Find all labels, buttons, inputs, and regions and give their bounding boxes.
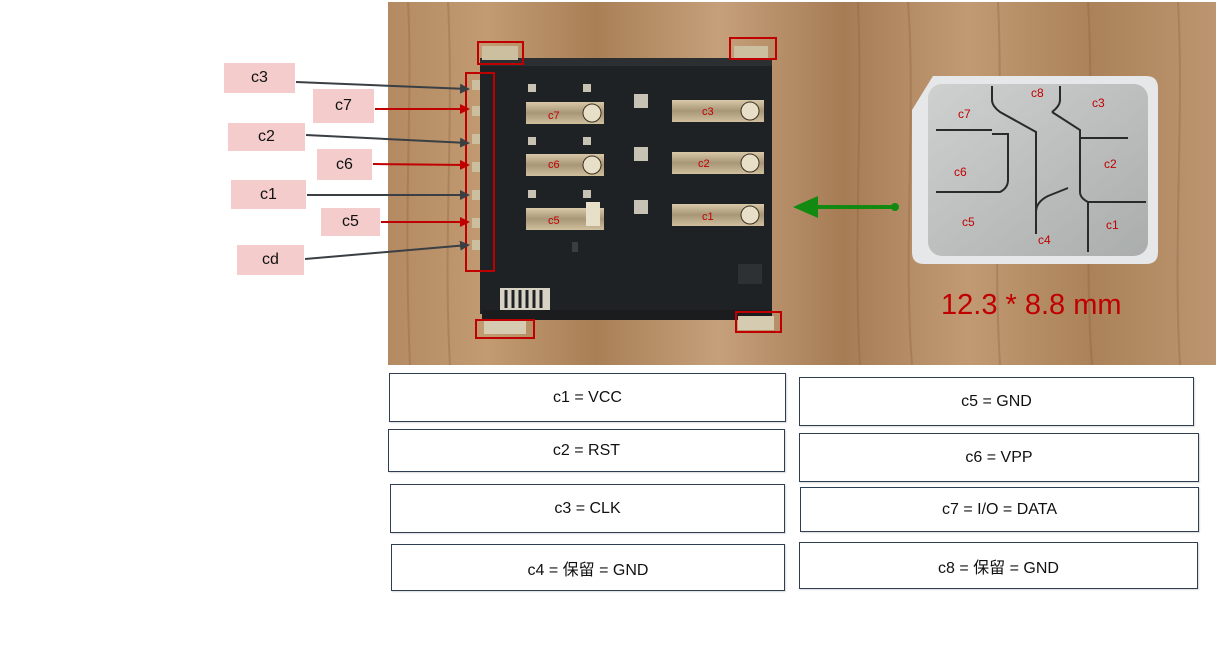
- definition-c1: c1 = VCC: [389, 373, 786, 422]
- pin-label-c7: c7: [313, 89, 374, 123]
- sim-contact-label-c3: c3: [1092, 96, 1105, 110]
- sim-contact-label-c8: c8: [1031, 86, 1044, 100]
- pin-label-c5: c5: [321, 208, 380, 236]
- definition-c2: c2 = RST: [388, 429, 785, 472]
- sim-contact-label-c2: c2: [1104, 157, 1117, 171]
- sim-size-text: 12.3 * 8.8 mm: [941, 289, 1122, 321]
- sim-socket: [472, 46, 774, 334]
- socket-contact-label-c3: c3: [702, 106, 714, 118]
- highlight-boxes: [465, 37, 782, 339]
- sim-contact-label-c4: c4: [1038, 233, 1051, 247]
- pin-label-c3: c3: [224, 63, 295, 93]
- pin-label-cd: cd: [237, 245, 304, 275]
- socket-contact-label-c2: c2: [698, 158, 710, 170]
- socket-contact-label-c7: c7: [548, 110, 560, 122]
- sim-contact-label-c6: c6: [954, 165, 967, 179]
- definition-c7: c7 = I/O = DATA: [800, 487, 1199, 532]
- pin-label-c1: c1: [231, 180, 306, 209]
- sim-contact-label-c5: c5: [962, 215, 975, 229]
- socket-contact-label-c1: c1: [702, 211, 714, 223]
- pin-label-c6: c6: [317, 149, 372, 180]
- definition-c3: c3 = CLK: [390, 484, 785, 533]
- socket-contact-label-c6: c6: [548, 159, 560, 171]
- sim-contact-label-c1: c1: [1106, 218, 1119, 232]
- socket-contact-label-c5: c5: [548, 215, 560, 227]
- definition-c8: c8 = 保留 = GND: [799, 542, 1198, 589]
- sim-socket-photo: c7 c6 c5 c3 c2 c1 c7 c8 c3 c6 c2 c5 c4 c…: [388, 2, 1216, 365]
- definition-c4: c4 = 保留 = GND: [391, 544, 785, 591]
- definition-c6: c6 = VPP: [799, 433, 1199, 482]
- sim-contact-label-c7: c7: [958, 107, 971, 121]
- green-arrow: [793, 196, 899, 218]
- sim-card: [912, 76, 1158, 264]
- pin-label-c2: c2: [228, 123, 305, 151]
- definition-c5: c5 = GND: [799, 377, 1194, 426]
